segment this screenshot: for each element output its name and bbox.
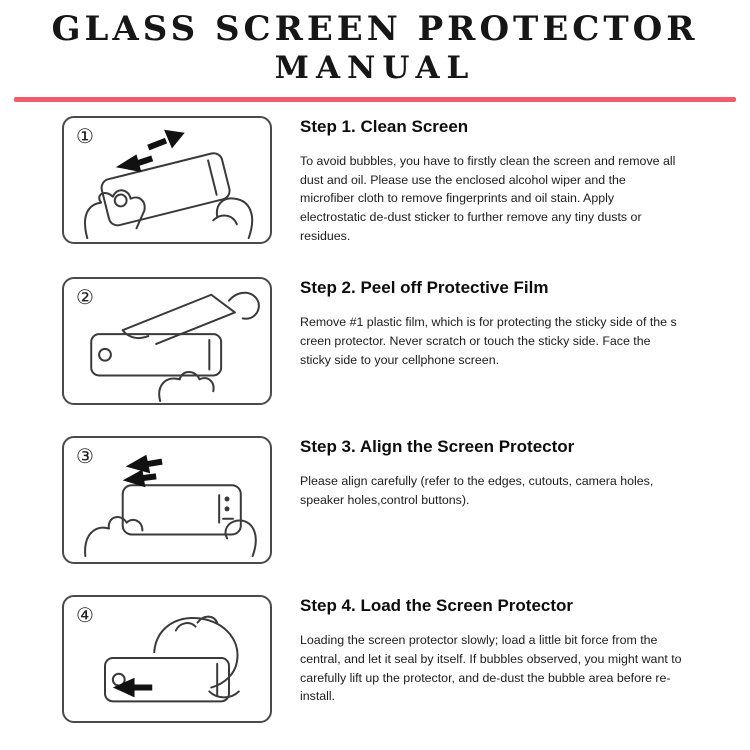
manual-title: GLASS SCREEN PROTECTOR MANUAL	[0, 0, 750, 87]
step-body: To avoid bubbles, you have to firstly cl…	[300, 153, 676, 244]
step-body: Loading the screen protector slowly; loa…	[300, 632, 682, 704]
step-1-text: Step 1. Clean Screen To avoid bubbles, y…	[300, 116, 682, 246]
step-row-2: ② Step 2. Peel off Protective Film Remov…	[62, 276, 750, 405]
step-heading: Step 1. Clean Screen	[300, 116, 469, 136]
step-3-text: Step 3. Align the Screen Protector Pleas…	[300, 436, 682, 510]
align-protector-illustration-icon	[64, 454, 270, 562]
step-number-badge: ②	[76, 284, 94, 309]
title-line-2: MANUAL	[274, 50, 476, 87]
step-number-badge: ④	[76, 602, 94, 627]
step-row-3: ③ Step 3. Align the Screen Protector Ple…	[62, 435, 750, 564]
step-body: Remove #1 plastic film, which is for pro…	[300, 314, 677, 367]
peel-film-illustration-icon	[64, 279, 270, 403]
step-row-1: ① Step 1. Clean Screen To avoid bubbles,…	[62, 115, 750, 246]
step-2-text: Step 2. Peel off Protective Film Remove …	[300, 277, 682, 370]
steps-list: ① Step 1. Clean Screen To avoid bubbles,…	[0, 115, 750, 723]
step-number-badge: ③	[76, 443, 94, 468]
step-4-illustration-box: ④	[62, 594, 272, 723]
clean-screen-illustration-icon	[64, 129, 270, 242]
step-number-badge: ①	[76, 123, 94, 148]
step-1-illustration-box: ①	[62, 115, 272, 244]
load-protector-illustration-icon	[64, 597, 270, 721]
step-2-illustration-box: ②	[62, 276, 272, 405]
title-divider	[14, 96, 736, 102]
step-4-text: Step 4. Load the Screen Protector Loadin…	[300, 595, 682, 706]
step-body: Please align carefully (refer to the edg…	[300, 473, 654, 507]
title-line-1: GLASS SCREEN PROTECTOR	[51, 9, 699, 49]
step-3-illustration-box: ③	[62, 435, 272, 564]
step-heading: Step 4. Load the Screen Protector	[300, 595, 574, 615]
step-heading: Step 3. Align the Screen Protector	[300, 436, 575, 456]
step-heading: Step 2. Peel off Protective Film	[300, 277, 549, 297]
step-row-4: ④ Step 4. Load the Screen Protector Load…	[62, 594, 750, 723]
